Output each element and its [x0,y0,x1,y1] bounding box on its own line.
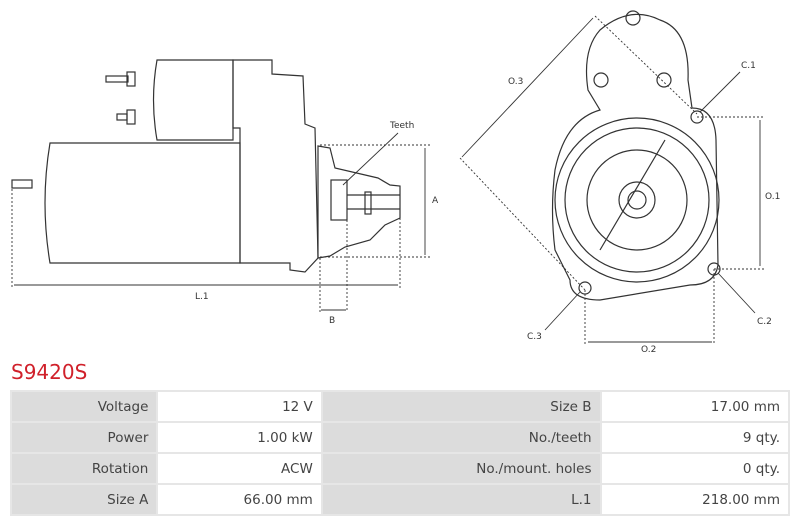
spec-value: 1.00 kW [158,423,321,452]
spec-label: No./teeth [322,423,600,452]
label-c3: C.3 [527,332,542,342]
spec-value: 12 V [158,392,321,421]
label-o1: O.1 [765,192,780,202]
spec-label: Voltage [12,392,157,421]
spec-label: Rotation [12,454,157,483]
table-row: Rotation ACW No./mount. holes 0 qty. [12,454,788,483]
label-o2: O.2 [641,345,656,355]
label-o3: O.3 [508,77,523,87]
spec-label: No./mount. holes [322,454,600,483]
spec-value: 17.00 mm [601,392,788,421]
spec-value: 9 qty. [601,423,788,452]
spec-value: 218.00 mm [601,485,788,514]
label-teeth: Teeth [389,121,414,131]
spec-label: Size B [322,392,600,421]
spec-value: 66.00 mm [158,485,321,514]
starter-motor-drawing: Teeth A B L.1 O.1 O.2 O.3 C.1 C.2 C.3 [11,10,780,355]
label-l1: L.1 [195,292,209,302]
specs-table: Voltage 12 V Size B 17.00 mm Power 1.00 … [10,390,790,516]
table-row: Power 1.00 kW No./teeth 9 qty. [12,423,788,452]
spec-label: Power [12,423,157,452]
drive-housing [232,59,319,273]
spec-value: ACW [158,454,321,483]
product-code: S9420S [11,360,88,384]
spec-value: 0 qty. [601,454,788,483]
spec-label: L.1 [322,485,600,514]
label-c1: C.1 [741,61,756,71]
pinion-nose [317,145,401,259]
table-row: Size A 66.00 mm L.1 218.00 mm [12,485,788,514]
label-b: B [329,316,335,326]
spec-label: Size A [12,485,157,514]
label-a: A [432,196,439,206]
front-flange [551,13,719,301]
label-c2: C.2 [757,317,772,327]
solenoid [152,59,234,141]
motor-body [44,142,241,264]
table-row: Voltage 12 V Size B 17.00 mm [12,392,788,421]
